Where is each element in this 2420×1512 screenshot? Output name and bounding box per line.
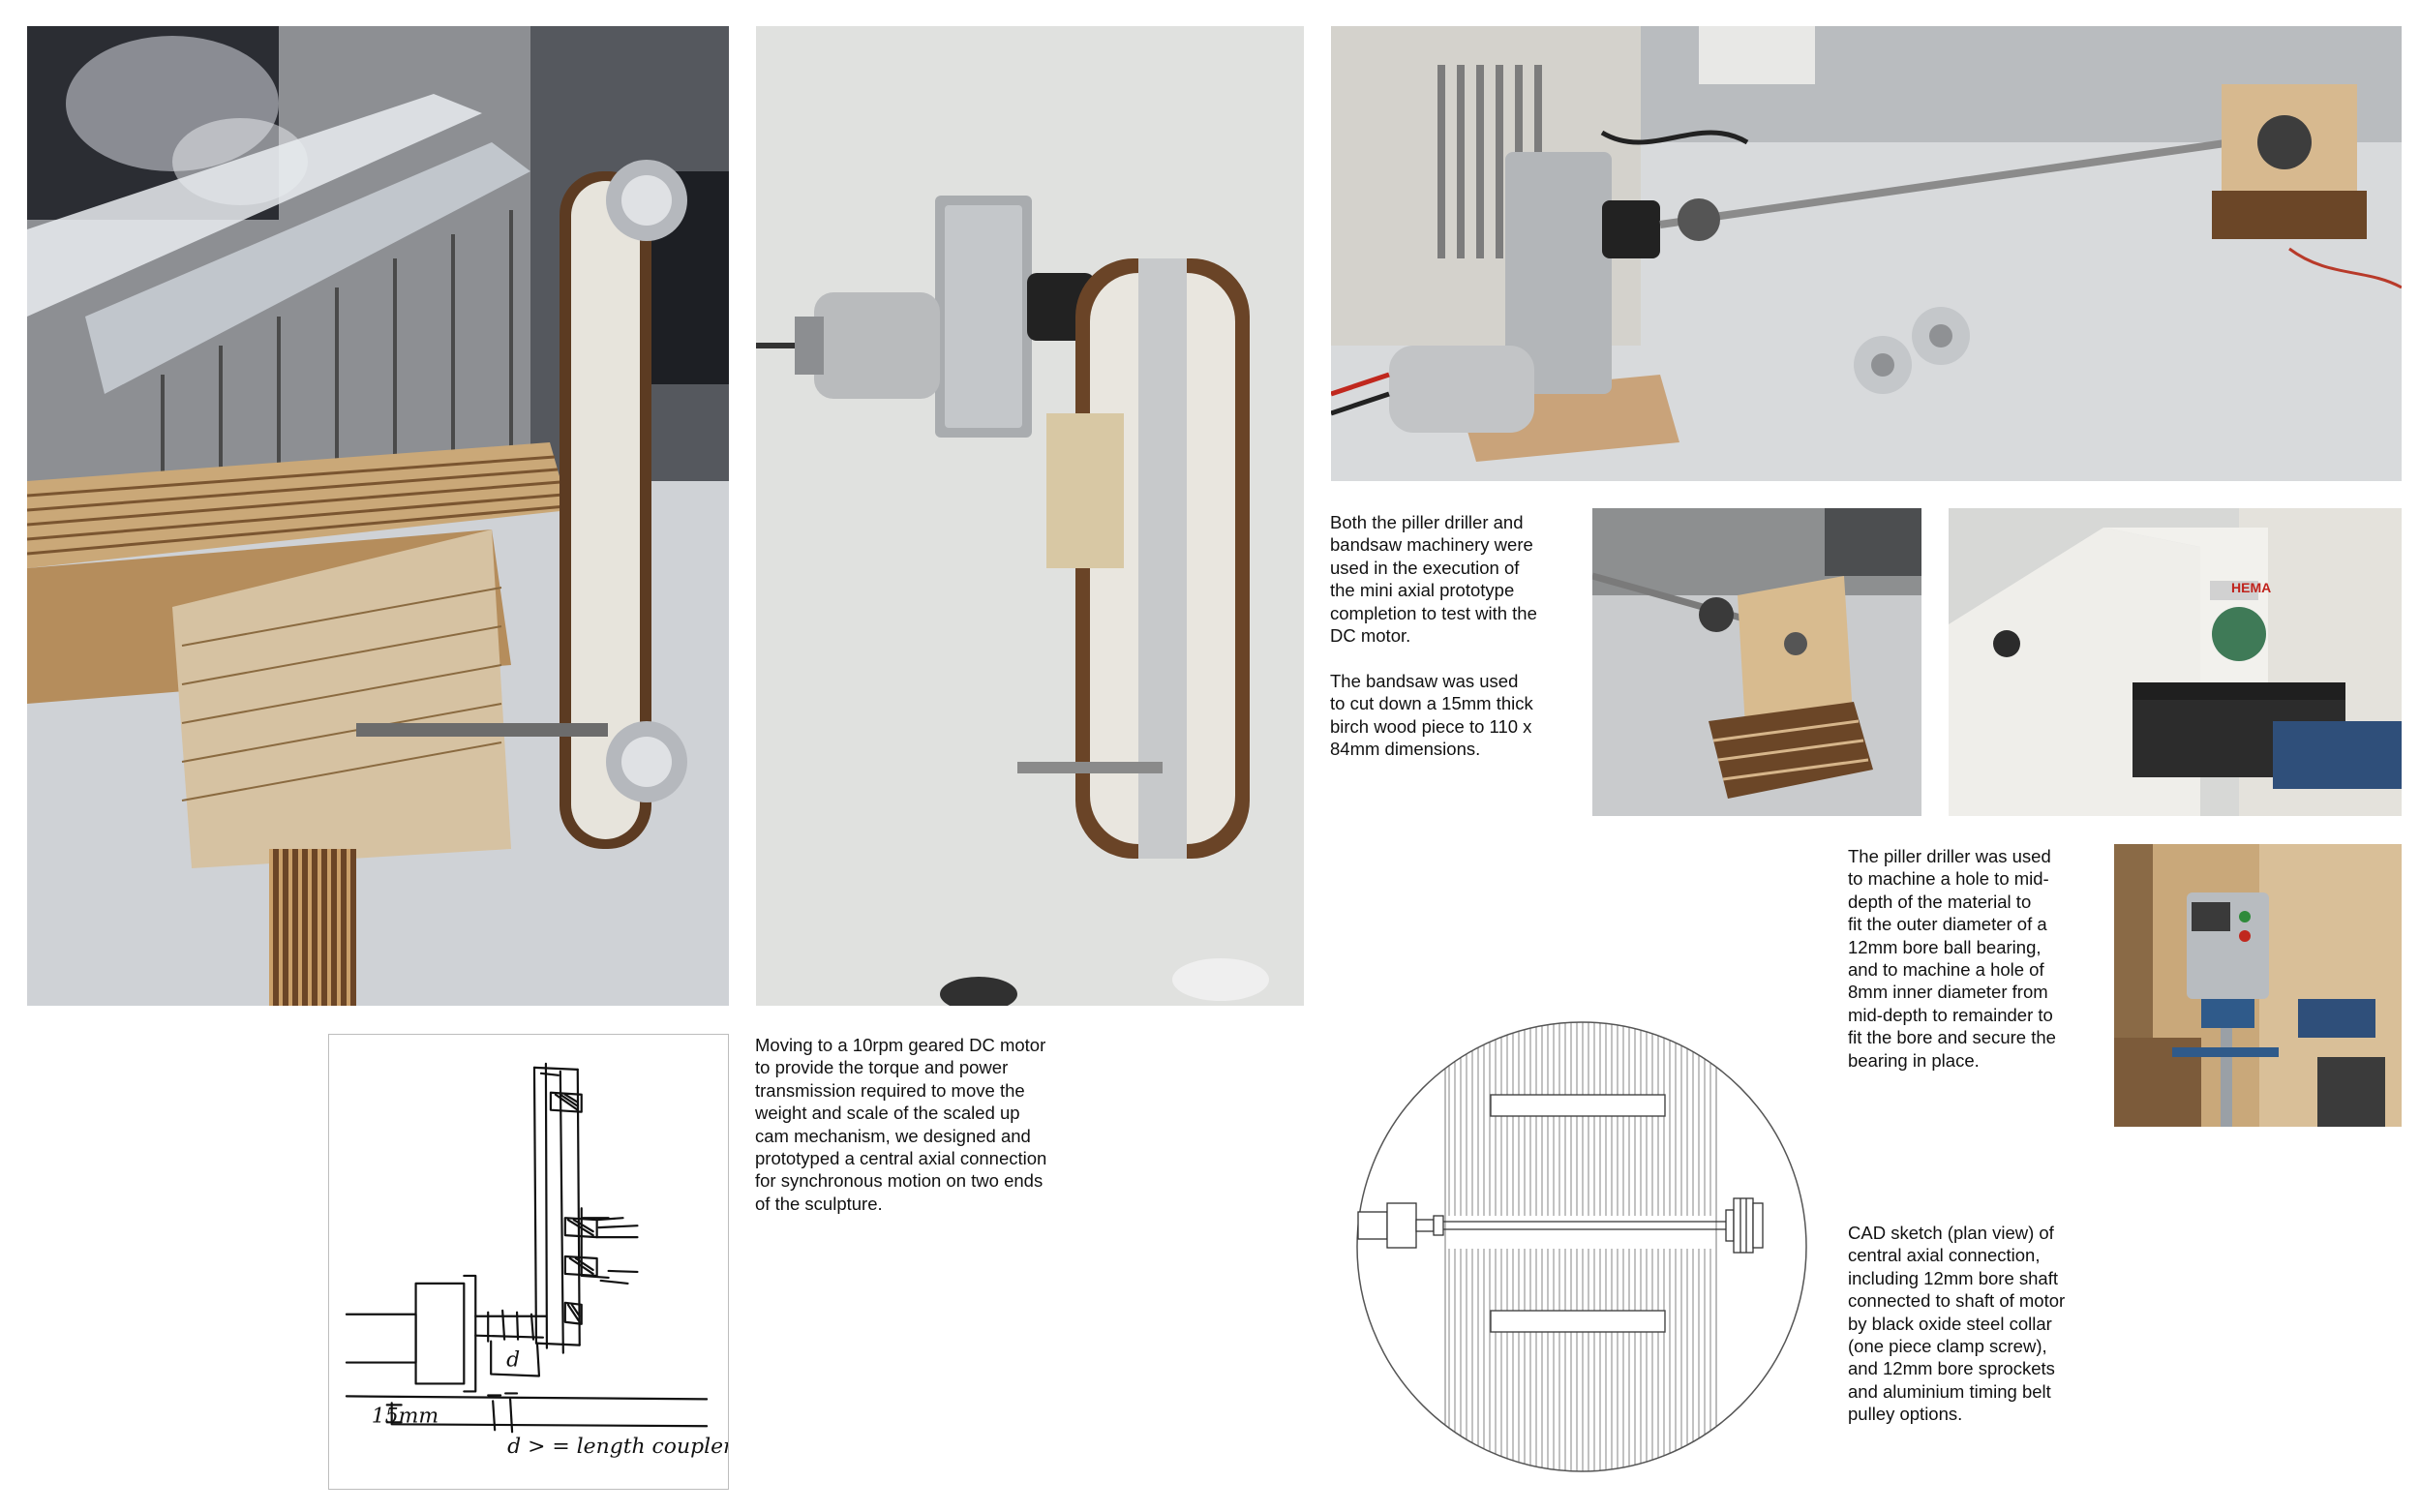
motor-prototype-graphic [756, 26, 1304, 1006]
pillar-driller-graphic [2114, 844, 2402, 1127]
hand-sketch-drawing: 15mm d d > = length coupler [345, 1062, 728, 1459]
cad-central-shaft [1357, 1197, 1764, 1254]
photo-sculpture-cam-mechanism [27, 26, 729, 1006]
caption-pillar-driller: The piller driller was used to machine a… [1848, 846, 2056, 1071]
sketch-length-label: d > = length coupler [507, 1435, 728, 1459]
photo-bandsaw-machine: HEMA [1949, 508, 2402, 816]
sketch-dimension-label: 15mm [372, 1404, 439, 1428]
bearing-block-graphic [1592, 508, 1921, 816]
sculpture-photo-graphic [27, 26, 729, 1006]
photo-workbench-axial-test [1331, 26, 2402, 481]
cad-slat-fields [1444, 1022, 1717, 1471]
caption-cad-sketch: CAD sketch (plan view) of central axial … [1848, 1223, 2066, 1425]
sketch-d-label: d [506, 1348, 520, 1373]
photo-dc-motor-prototype [756, 26, 1304, 1006]
photo-pillar-driller [2114, 844, 2402, 1127]
caption-dc-motor: Moving to a 10rpm geared DC motor to pro… [755, 1035, 1047, 1214]
bandsaw-graphic: HEMA [1949, 508, 2402, 816]
bandsaw-brand-label: HEMA [2231, 580, 2271, 595]
cad-cam-bar-top [1490, 1094, 1666, 1117]
caption-machinery: Both the piller driller and bandsaw mach… [1330, 512, 1537, 760]
cad-plan-drawing [1356, 1021, 1807, 1472]
cad-outline-circle [1356, 1021, 1807, 1472]
cad-plan-view [1348, 1005, 1815, 1489]
cad-cam-bar-bottom [1490, 1310, 1666, 1333]
hand-sketch-frame: 15mm d d > = length coupler [328, 1034, 729, 1490]
workbench-photo-graphic [1331, 26, 2402, 481]
photo-bearing-block-prototype [1592, 508, 1921, 816]
